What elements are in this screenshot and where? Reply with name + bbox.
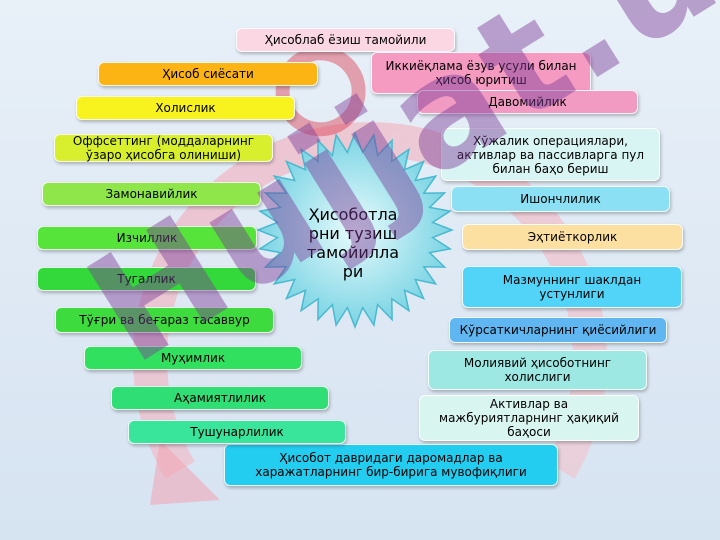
principle-box: Кўрсаткичларнинг қиёсийлиги [449,317,667,343]
principle-box: Хўжалик операциялари, активлар ва пассив… [441,128,660,181]
principle-box: Мазмуннинг шаклдан устунлиги [462,266,682,308]
principle-box: Ишончлилик [451,186,670,212]
principle-box: Давомийлик [417,90,638,114]
principle-box: Тўғри ва беғараз тасаввур [55,307,274,333]
principle-box: Ҳисобот давридаги даромадлар ва харажатл… [224,444,558,486]
principle-box: Холислик [76,96,295,120]
principle-box: Аҳамиятлилик [111,386,329,410]
principle-box: Тугаллик [37,267,256,291]
principle-box: Муҳимлик [84,346,302,370]
center-title: Ҳисоботла рни тузиш тамойилла ри [306,205,400,281]
center-star-shape [255,130,455,330]
principle-box: Активлар ва мажбуриятларнинг ҳақиқий баҳ… [419,395,639,441]
principle-box: Эҳтиёткорлик [462,224,683,250]
principle-box: Оффсеттинг (моддаларнинг ўзаро ҳисобга о… [54,134,273,162]
principle-box: Замонавийлик [42,182,261,206]
principle-box: Иккиёқлама ёзув усули билан ҳисоб юритиш [371,52,591,94]
principle-box: Тушунарлилик [128,420,346,444]
principle-box: Ҳисоблаб ёзиш тамойили [236,28,455,52]
principle-box: Изчиллик [37,226,257,250]
principle-box: Ҳисоб сиёсати [98,62,318,86]
principle-box: Молиявий ҳисоботнинг холислиги [428,350,647,390]
